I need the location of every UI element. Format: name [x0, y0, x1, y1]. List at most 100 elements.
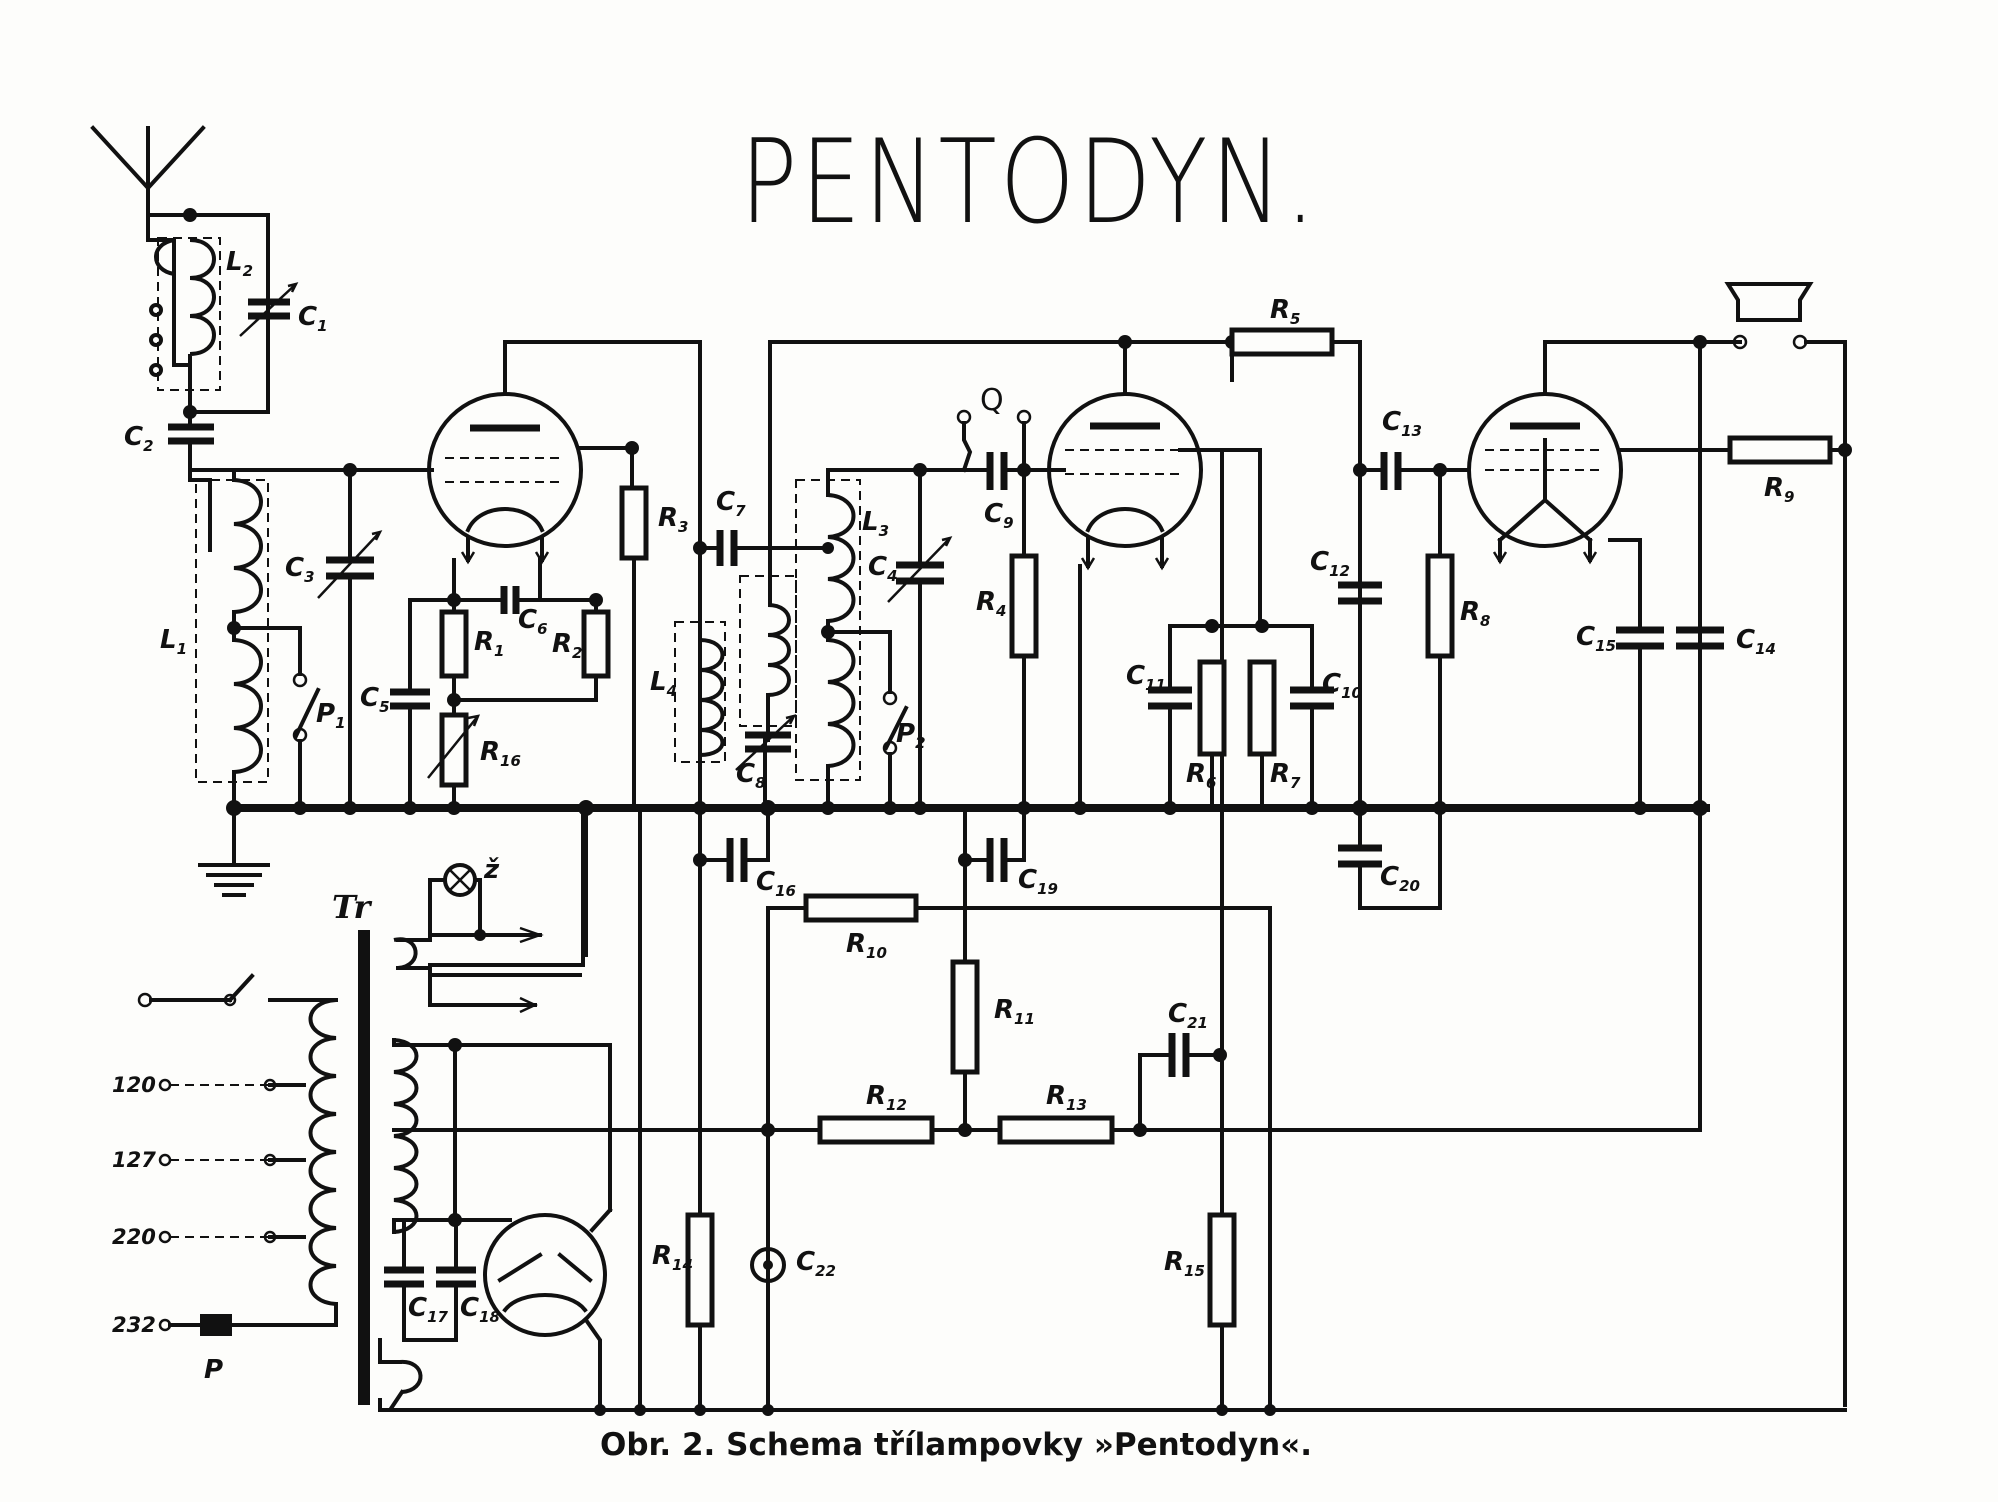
capacitor-c15 — [1616, 626, 1664, 650]
label-r8: R8 — [1460, 597, 1490, 630]
resistor-r13 — [997, 1115, 1115, 1145]
label-r16: R16 — [480, 737, 521, 770]
label-l3: L3 — [862, 507, 889, 540]
label-tr: Tr — [332, 888, 372, 926]
resistor-r16 — [439, 712, 469, 788]
figure-caption: Obr. 2. Schema třílampovky »Pentodyn«. — [600, 1427, 1313, 1463]
label-q: Q — [980, 383, 1004, 418]
label-c3: C3 — [285, 553, 315, 586]
label-r6: R6 — [1186, 759, 1216, 792]
label-c7: C7 — [716, 487, 746, 520]
label-c9: C9 — [984, 499, 1014, 532]
component-labels: L2 C1 C2 L1 P1 C3 C5 R1 C6 R2 R16 R3 C7 … — [112, 247, 1794, 1385]
capacitor-c6 — [452, 586, 598, 614]
capacitor-c11 — [1148, 686, 1192, 710]
label-c16: C16 — [756, 867, 796, 900]
coil-l1 — [233, 478, 263, 774]
transformer-core — [358, 930, 370, 1405]
resistor-r6 — [1197, 659, 1227, 757]
capacitor-c12 — [1338, 581, 1382, 605]
capacitor-c5 — [390, 688, 430, 710]
label-c17: C17 — [408, 1293, 449, 1326]
tap-120: 120 — [112, 1073, 156, 1097]
resistor-r5 — [1229, 327, 1335, 357]
coil-l2 — [188, 238, 216, 365]
resistor-r15 — [1207, 1212, 1237, 1328]
label-r13: R13 — [1046, 1081, 1087, 1114]
capacitor-c9 — [986, 452, 1008, 490]
pilot-lamp — [443, 863, 477, 897]
label-r9: R9 — [1764, 473, 1794, 506]
label-r4: R4 — [976, 587, 1006, 620]
label-c10: C10 — [1322, 669, 1362, 702]
label-r11: R11 — [994, 995, 1035, 1028]
label-r3: R3 — [658, 503, 688, 536]
capacitor-c13 — [1380, 452, 1402, 490]
resistor-r11 — [950, 959, 980, 1075]
capacitor-c8 — [735, 714, 797, 771]
tube-1 — [427, 392, 583, 565]
capacitor-c18 — [436, 1266, 476, 1288]
capacitor-c22 — [750, 1247, 786, 1283]
label-c13: C13 — [1382, 407, 1422, 440]
antenna-symbol — [90, 125, 206, 217]
label-r5: R5 — [1270, 295, 1300, 328]
capacitor-c19 — [986, 838, 1008, 882]
label-c18: C18 — [460, 1293, 500, 1326]
label-c19: C19 — [1018, 865, 1058, 898]
label-c6: C6 — [518, 605, 548, 638]
capacitor-c3 — [317, 530, 383, 599]
label-r7: R7 — [1270, 759, 1301, 792]
label-c4: C4 — [868, 552, 898, 585]
primary-winding — [308, 998, 337, 1306]
label-c21: C21 — [1168, 999, 1208, 1032]
tap-127: 127 — [112, 1148, 156, 1172]
label-r10: R10 — [846, 929, 887, 962]
resistor-r10 — [803, 893, 919, 923]
label-c8: C8 — [736, 759, 766, 792]
resistor-r14 — [685, 1212, 715, 1328]
label-l2: L2 — [226, 247, 253, 280]
label-p2: P2 — [896, 719, 926, 752]
resistor-r12 — [817, 1115, 935, 1145]
label-p1: P1 — [316, 699, 346, 732]
capacitor-c7 — [716, 530, 738, 566]
label-c15: C15 — [1576, 622, 1616, 655]
label-c20: C20 — [1380, 862, 1420, 895]
hv-winding — [393, 1038, 419, 1234]
resistor-r3 — [619, 485, 649, 561]
label-r14: R14 — [652, 1241, 693, 1274]
label-c5: C5 — [360, 683, 390, 716]
resistor-r1 — [439, 609, 469, 679]
tap-220: 220 — [112, 1225, 156, 1249]
resistor-r4 — [1009, 553, 1039, 659]
label-r1: R1 — [474, 627, 504, 660]
label-l4: L4 — [650, 667, 677, 700]
label-lamp: ž — [483, 855, 500, 885]
switch-p2 — [882, 690, 909, 810]
label-c11: C11 — [1126, 661, 1166, 694]
label-c14: C14 — [1736, 625, 1776, 658]
resistor-r7 — [1247, 659, 1277, 757]
tube-2 — [1047, 392, 1203, 571]
resistor-r8 — [1425, 553, 1455, 659]
label-fuse-p: P — [204, 1355, 223, 1385]
label-c2: C2 — [124, 422, 154, 455]
tube-3 — [1467, 392, 1623, 565]
resistor-r2 — [581, 609, 611, 679]
coil-l4 — [699, 638, 725, 757]
capacitor-c2 — [168, 423, 214, 445]
capacitor-c14 — [1676, 626, 1724, 650]
coil-l3 — [827, 493, 856, 768]
label-r12: R12 — [866, 1081, 907, 1114]
label-c1: C1 — [298, 302, 328, 335]
switch-p1 — [292, 672, 321, 810]
capacitor-c21 — [1168, 1033, 1190, 1077]
label-r2: R2 — [552, 629, 582, 662]
capacitor-c4 — [887, 536, 953, 603]
capacitor-c17 — [384, 1266, 424, 1288]
capacitor-c10 — [1290, 686, 1334, 710]
rectifier-tube — [483, 1213, 607, 1337]
